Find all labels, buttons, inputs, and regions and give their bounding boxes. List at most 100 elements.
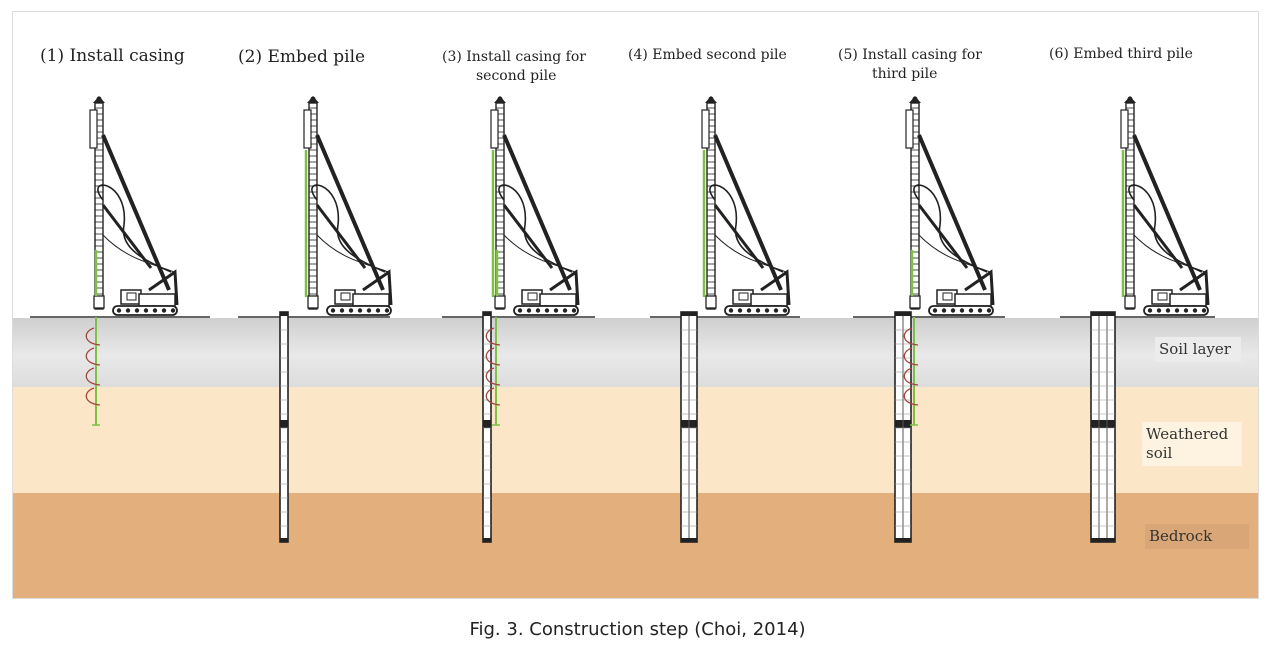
- step-1-label: (1) Install casing: [40, 46, 185, 66]
- piling-rig-1: [89, 96, 179, 316]
- track-wheel: [782, 308, 788, 313]
- rig-drill-head: [307, 295, 319, 309]
- step-6-label: (6) Embed third pile: [1049, 46, 1193, 62]
- track-wheel: [384, 308, 390, 313]
- rig-leader-cylinder: [905, 109, 914, 149]
- mast-top-pulley: [497, 96, 503, 102]
- track-wheel: [152, 308, 158, 313]
- rig-cab-window: [1157, 292, 1168, 301]
- mast-top-pulley: [1127, 96, 1133, 102]
- weathered-soil-label-line2: soil: [1146, 443, 1173, 462]
- rig-a-frame: [362, 269, 393, 306]
- mast-top-pulley: [708, 96, 714, 102]
- rig-boom: [315, 134, 385, 291]
- rig-boom: [917, 134, 987, 291]
- track-wheel: [143, 308, 149, 313]
- step-2-label: (2) Embed pile: [238, 47, 366, 67]
- casing-1: [85, 317, 101, 426]
- auger-flight: [903, 347, 919, 366]
- track-wheel: [348, 308, 354, 313]
- track-wheel: [950, 308, 956, 313]
- pile-cap-bottom: [280, 538, 288, 542]
- track-wheel: [986, 308, 992, 313]
- track-wheel: [553, 308, 559, 313]
- pile-cap-top: [280, 312, 288, 316]
- piling-rig-5: [905, 96, 995, 316]
- track-wheel: [526, 308, 532, 313]
- pile-splice: [280, 420, 288, 428]
- rig-cab: [120, 289, 142, 305]
- step-3-label-line2: second pile: [476, 68, 557, 84]
- piling-rig-2: [303, 96, 393, 316]
- rig-a-frame: [1179, 269, 1210, 306]
- rig-drill-head: [705, 295, 717, 309]
- pile-cap-bottom: [1091, 538, 1115, 542]
- auger-flight: [85, 347, 101, 366]
- rig-cab: [334, 289, 356, 305]
- rig-leader-cylinder: [490, 109, 499, 149]
- pile-5: [1090, 311, 1116, 543]
- pile-4: [894, 311, 912, 543]
- rig-cab: [732, 289, 754, 305]
- track-wheel: [746, 308, 752, 313]
- rig-cab: [936, 289, 958, 305]
- pile-cap-top: [1091, 312, 1115, 316]
- rig-drill-head: [1124, 295, 1136, 309]
- track-wheel: [728, 308, 734, 313]
- rig-body: [138, 293, 176, 307]
- rig-cable: [714, 234, 787, 273]
- rig-cab: [521, 289, 543, 305]
- track-wheel: [375, 308, 381, 313]
- auger-flight: [85, 387, 101, 406]
- rig-cab-window: [340, 292, 351, 301]
- track-wheel: [562, 308, 568, 313]
- track-wheel: [941, 308, 947, 313]
- rig-cable: [316, 234, 389, 273]
- track-wheel: [170, 308, 176, 313]
- track-wheel: [366, 308, 372, 313]
- track-wheel: [977, 308, 983, 313]
- rig-leader-cylinder: [1120, 109, 1129, 149]
- rig-body: [1169, 293, 1207, 307]
- rig-drill-head: [93, 295, 105, 309]
- track-wheel: [1156, 308, 1162, 313]
- track-wheel: [134, 308, 140, 313]
- pile-cap-top: [895, 312, 911, 316]
- track-wheel: [737, 308, 743, 313]
- rig-cab: [1151, 289, 1173, 305]
- auger-flight: [485, 367, 501, 386]
- mast-top-pulley: [96, 96, 102, 102]
- rig-drill-head: [909, 295, 921, 309]
- pile-cap-bottom: [483, 538, 491, 542]
- auger-flight: [485, 387, 501, 406]
- piling-rig-3: [490, 96, 580, 316]
- rig-cab-window: [942, 292, 953, 301]
- track-wheel: [1165, 308, 1171, 313]
- track-wheel: [968, 308, 974, 313]
- rig-drill-head: [494, 295, 506, 309]
- rig-hose: [311, 184, 386, 273]
- auger-flight: [903, 327, 919, 346]
- pile-2: [482, 311, 492, 543]
- rig-body: [539, 293, 577, 307]
- mast-top-pulley: [310, 96, 316, 102]
- auger-flight: [85, 367, 101, 386]
- step-3-label-line1: (3) Install casing for: [442, 49, 586, 65]
- soil-layer-band: [13, 318, 1258, 387]
- rig-a-frame: [760, 269, 791, 306]
- pile-cap-bottom: [681, 538, 697, 542]
- rig-boom: [713, 134, 783, 291]
- rig-cab-window: [126, 292, 137, 301]
- rig-body: [750, 293, 788, 307]
- rig-cab-window: [527, 292, 538, 301]
- track-wheel: [1201, 308, 1207, 313]
- figure-frame: [12, 11, 1259, 599]
- track-wheel: [932, 308, 938, 313]
- rig-body: [954, 293, 992, 307]
- track-wheel: [535, 308, 541, 313]
- track-wheel: [764, 308, 770, 313]
- pile-splice: [1091, 420, 1115, 428]
- rig-hose: [498, 184, 573, 273]
- track-wheel: [161, 308, 167, 313]
- step-5-label-line2: third pile: [872, 66, 938, 82]
